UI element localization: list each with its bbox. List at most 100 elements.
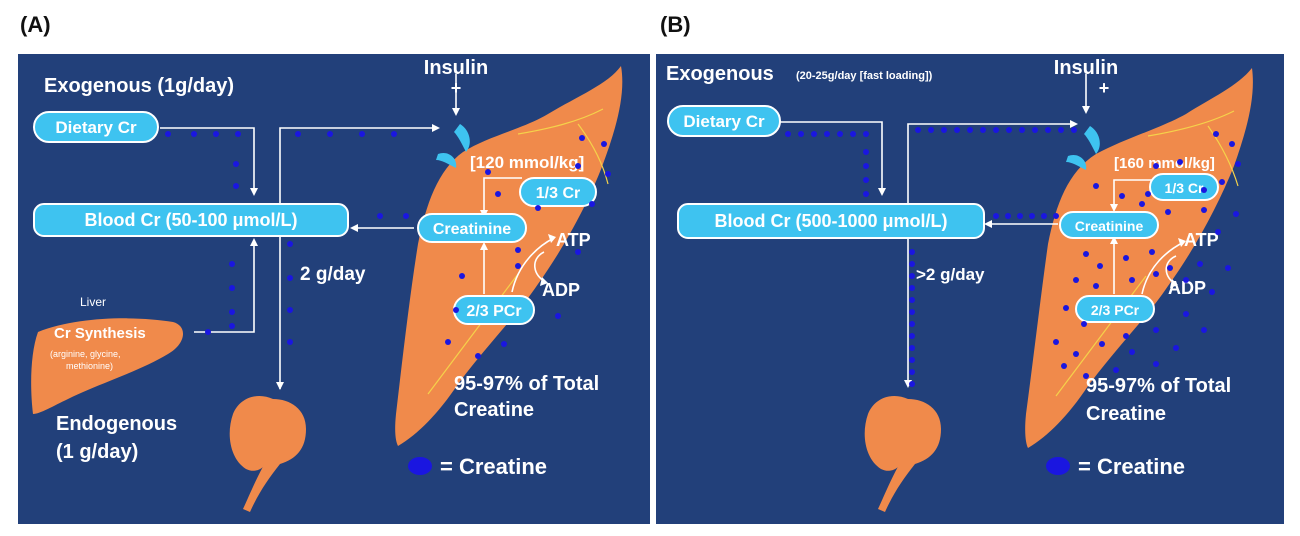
insulin-plus: + (1099, 78, 1110, 98)
creatine-dot (1201, 327, 1207, 333)
creatine-dot (909, 333, 915, 339)
creatine-dot (459, 273, 465, 279)
muscle-fiber-line (1055, 275, 1147, 397)
creatine-dot (1093, 183, 1099, 189)
creatine-dot (287, 307, 293, 313)
creatine-dot (909, 261, 915, 267)
creatine-dot (213, 131, 219, 137)
creatine-dot (575, 249, 581, 255)
creatine-dot (954, 127, 960, 133)
pcr-label: 2/3 PCr (1091, 302, 1140, 318)
creatine-dot (1219, 179, 1225, 185)
muscle-fiber-line (427, 273, 519, 395)
creatine-dot (1083, 373, 1089, 379)
cr-third-pill (1149, 173, 1219, 201)
creatine-dot (579, 135, 585, 141)
flow-arrows (160, 74, 556, 390)
insulin-plus: + (451, 78, 462, 98)
muscle-fiber-line (517, 108, 604, 135)
creatine-dot (601, 141, 607, 147)
creatine-dot (501, 341, 507, 347)
creatine-dot (915, 127, 921, 133)
creatine-dot (1073, 277, 1079, 283)
muscle-concentration: [160 mmol/kg] (1114, 155, 1215, 172)
panel-b-diagram: Dietary Cr Blood Cr (500-1000 μmol/L) Cr… (656, 54, 1284, 524)
creatine-dots (785, 127, 1241, 387)
creatine-dot (391, 131, 397, 137)
dietary-cr-pill (33, 111, 159, 143)
creatine-dot (909, 273, 915, 279)
creatine-dot (515, 263, 521, 269)
creatine-dot (909, 357, 915, 363)
endogenous-amount: (1 g/day) (56, 441, 138, 463)
creatine-dot (1093, 283, 1099, 289)
creatine-dot (191, 131, 197, 137)
creatine-dot (837, 131, 843, 137)
creatine-dot (1225, 265, 1231, 271)
legend-creatine-dot (1046, 457, 1070, 475)
creatine-dot (1153, 361, 1159, 367)
creatine-dot (1139, 201, 1145, 207)
creatine-dot (295, 131, 301, 137)
creatine-dot (233, 183, 239, 189)
total-creatine-label: Creatine (454, 399, 534, 421)
creatine-dot (1123, 255, 1129, 261)
creatine-dot (485, 169, 491, 175)
creatine-dot (1165, 209, 1171, 215)
insulin-label: Insulin (1054, 57, 1118, 79)
creatine-dot (287, 241, 293, 247)
insulin-label: Insulin (424, 57, 488, 79)
muscle-fiber-line (577, 123, 609, 185)
insulin-receptor-icon (454, 124, 470, 152)
creatine-dot (1167, 265, 1173, 271)
creatine-dot (165, 131, 171, 137)
creatine-dot (205, 329, 211, 335)
creatine-dot (403, 213, 409, 219)
creatine-dot (575, 163, 581, 169)
creatine-dot (1061, 363, 1067, 369)
creatine-dot (785, 131, 791, 137)
creatine-dot (993, 127, 999, 133)
creatine-dot (1183, 311, 1189, 317)
creatine-dot (1041, 213, 1047, 219)
exogenous-label: Exogenous (666, 63, 774, 85)
kidney-shape (864, 395, 941, 512)
creatine-dot (1045, 127, 1051, 133)
muscle-fiber-line (1147, 110, 1235, 137)
total-percent-label: 95-97% of Total (1086, 375, 1231, 397)
exogenous-note: (20-25g/day [fast loading]) (796, 70, 933, 82)
creatine-dot (850, 131, 856, 137)
dietary-cr-label: Dietary Cr (55, 118, 137, 137)
creatine-dot (1153, 327, 1159, 333)
creatine-dot (1201, 187, 1207, 193)
creatine-dot (1081, 321, 1087, 327)
liver-label: Liver (80, 295, 106, 309)
creatine-dot (863, 163, 869, 169)
adp-label: ADP (542, 280, 580, 300)
creatine-dot (1083, 251, 1089, 257)
pcr-label: 2/3 PCr (466, 303, 521, 320)
panel-a-label: (A) (20, 12, 51, 37)
legend-creatine-dot (408, 457, 432, 475)
muscle-shape (1025, 68, 1253, 448)
insulin-receptor-icon (1066, 154, 1087, 170)
creatine-dot (1063, 305, 1069, 311)
pcr-pill (1075, 295, 1155, 323)
creatine-dot (1153, 163, 1159, 169)
creatine-dot (941, 127, 947, 133)
kidney-shape (229, 395, 306, 512)
creatine-dot (967, 127, 973, 133)
legend-label: = Creatine (440, 454, 547, 479)
creatine-dot (909, 285, 915, 291)
creatine-dot (980, 127, 986, 133)
muscle-fiber-line (1207, 125, 1239, 187)
creatine-dot (1113, 367, 1119, 373)
excretion-label: >2 g/day (916, 265, 985, 284)
creatine-dot (1215, 229, 1221, 235)
insulin-receptor-icon (436, 152, 457, 168)
creatine-dot (1153, 271, 1159, 277)
creatine-dot (1129, 349, 1135, 355)
creatine-dot (909, 381, 915, 387)
excretion-label: 2 g/day (300, 264, 366, 285)
creatine-dot (1005, 213, 1011, 219)
